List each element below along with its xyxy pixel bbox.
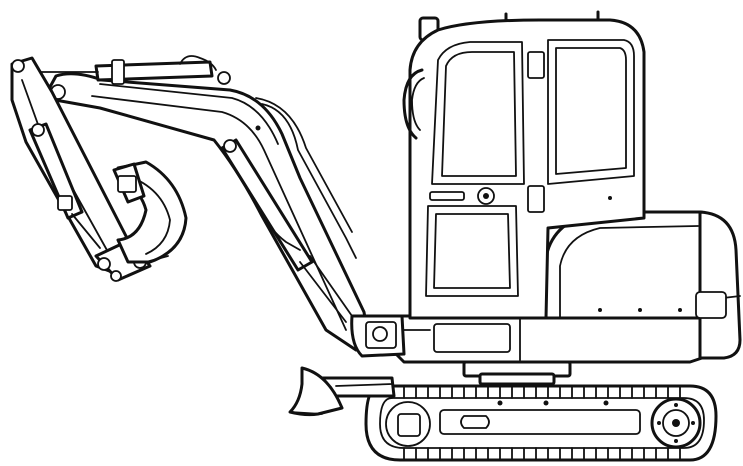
dozer-blade [288, 366, 344, 417]
carrier-roller-bolt-2 [603, 400, 609, 406]
boom-bolt [255, 125, 261, 131]
track-frame-plate [439, 409, 641, 435]
boom-cylinder-rod-2 [309, 255, 353, 317]
door-handle [429, 191, 465, 201]
boom-cylinder-hose [261, 211, 301, 251]
boom-hose-2 [255, 97, 353, 233]
upper-structure [394, 314, 710, 386]
tail-light [695, 291, 727, 319]
boom-cylinder-rod [299, 261, 347, 323]
operator-cab [402, 10, 646, 320]
track-outline [364, 384, 718, 462]
cab-rivet [608, 196, 612, 200]
door-hinge-top [527, 51, 545, 79]
carrier-roller-bolt [543, 400, 549, 406]
bucket-pin-box [117, 175, 137, 193]
bucket [112, 160, 188, 264]
idler-wheel [385, 401, 431, 447]
swing-bracket-plate [365, 321, 397, 349]
bucket-cylinder-rod [71, 213, 101, 249]
track-inner-frame [379, 397, 705, 449]
door-hinge-bottom [527, 185, 545, 213]
bucket-cylinder-pin [31, 123, 45, 137]
slewing-base [478, 372, 556, 386]
arm-top-pin [11, 59, 25, 73]
deck-panel [433, 323, 511, 353]
grab-rail [402, 68, 424, 140]
cab-front-window [431, 41, 525, 185]
arm-hose-loop [179, 55, 217, 71]
dozer-cylinder [335, 383, 393, 387]
boom-hose [261, 103, 357, 259]
engine-hood [544, 210, 742, 360]
link-pin-3 [110, 270, 122, 282]
arm-cylinder-barrel [94, 60, 214, 82]
hood-inner-curve [559, 225, 699, 319]
upper-deck [394, 314, 710, 364]
boom [42, 72, 406, 358]
boom-inner-line [91, 95, 347, 331]
sprocket-bolts [657, 403, 695, 443]
carrier-roller-bolt-3 [497, 400, 503, 406]
cab-side-window [547, 39, 635, 185]
arm-cylinder-clamp [111, 59, 125, 85]
bucket-cylinder-clamp [57, 195, 73, 211]
front-window-inner [441, 51, 517, 177]
link-pin-1 [97, 257, 111, 271]
bucket-inner-line [127, 175, 171, 255]
arm-cylinder-head-pin [217, 71, 231, 85]
track-undercarriage [364, 384, 718, 462]
door-lock-center [483, 193, 489, 199]
door-lower-inner [433, 213, 511, 289]
bucket-teeth-edge [145, 255, 169, 263]
dozer-blade-assembly [288, 366, 396, 417]
boom-foot-pin [372, 326, 388, 342]
sprocket-center [672, 419, 680, 427]
grab-rail-inner [411, 77, 425, 131]
counterweight [698, 210, 742, 360]
side-window-inner [555, 47, 627, 175]
dozer-blade-edge [289, 411, 323, 415]
hood-rivets [598, 308, 682, 312]
boom-top-line [99, 83, 279, 145]
frame-hole [460, 415, 490, 429]
boom-cylinder-pin [223, 139, 237, 153]
idler-bracket [397, 413, 421, 437]
cab-door-lower-window [425, 205, 519, 297]
